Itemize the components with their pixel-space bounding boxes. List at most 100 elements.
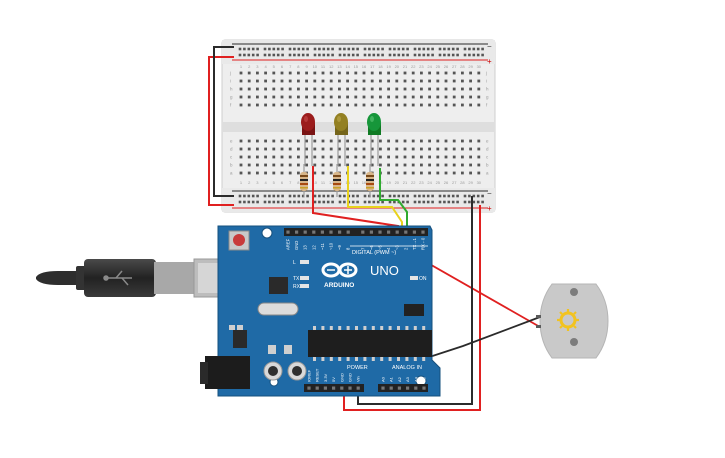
breadboard-hole[interactable] [362, 79, 366, 83]
rail-hole[interactable] [343, 200, 346, 204]
breadboard-hole[interactable] [469, 163, 472, 167]
breadboard-hole[interactable] [264, 95, 267, 99]
digital-pin[interactable] [395, 230, 399, 234]
breadboard-hole[interactable] [264, 79, 267, 83]
breadboard-hole[interactable] [387, 171, 390, 175]
rail-hole[interactable] [281, 53, 284, 57]
breadboard-hole[interactable] [264, 155, 267, 159]
breadboard-hole[interactable] [346, 95, 349, 99]
rail-hole[interactable] [388, 53, 392, 57]
rail-hole[interactable] [256, 47, 259, 51]
rail-hole[interactable] [451, 47, 455, 51]
rail-hole[interactable] [363, 47, 367, 51]
rail-hole[interactable] [422, 194, 426, 198]
breadboard-hole[interactable] [444, 103, 448, 107]
breadboard-hole[interactable] [362, 163, 366, 167]
rail-hole[interactable] [447, 47, 451, 51]
rail-hole[interactable] [318, 53, 321, 57]
rail-hole[interactable] [406, 200, 409, 204]
breadboard-hole[interactable] [305, 147, 308, 151]
motor-terminal[interactable] [536, 315, 541, 318]
rail-hole[interactable] [351, 200, 355, 204]
breadboard-hole[interactable] [370, 79, 374, 83]
breadboard-hole[interactable] [370, 87, 374, 91]
rail-hole[interactable] [413, 47, 417, 51]
breadboard-hole[interactable] [338, 155, 341, 159]
breadboard-hole[interactable] [477, 163, 481, 167]
rail-hole[interactable] [426, 200, 430, 204]
breadboard-hole[interactable] [247, 79, 251, 83]
breadboard-hole[interactable] [272, 103, 276, 107]
breadboard-hole[interactable] [452, 71, 456, 75]
breadboard-hole[interactable] [428, 147, 431, 151]
rail-hole[interactable] [401, 194, 405, 198]
breadboard-hole[interactable] [403, 171, 407, 175]
breadboard-hole[interactable] [387, 155, 390, 159]
resistor-1[interactable] [300, 164, 308, 197]
breadboard-hole[interactable] [354, 71, 358, 75]
analog-pin[interactable] [381, 386, 385, 390]
rail-hole[interactable] [456, 200, 459, 204]
breadboard-hole[interactable] [264, 71, 267, 75]
breadboard-hole[interactable] [256, 79, 259, 83]
breadboard-hole[interactable] [338, 103, 341, 107]
breadboard-hole[interactable] [469, 71, 472, 75]
breadboard-hole[interactable] [239, 95, 243, 99]
breadboard-hole[interactable] [428, 103, 431, 107]
breadboard-hole[interactable] [329, 95, 333, 99]
rail-hole[interactable] [338, 47, 342, 51]
breadboard-hole[interactable] [297, 95, 300, 99]
breadboard-hole[interactable] [305, 155, 308, 159]
breadboard-hole[interactable] [362, 171, 366, 175]
breadboard-hole[interactable] [403, 163, 407, 167]
rail-hole[interactable] [351, 194, 355, 198]
breadboard-hole[interactable] [354, 163, 358, 167]
breadboard-hole[interactable] [297, 155, 300, 159]
breadboard-hole[interactable] [379, 79, 382, 83]
breadboard-hole[interactable] [354, 139, 358, 143]
breadboard-hole[interactable] [411, 171, 415, 175]
wire-green-led[interactable] [379, 168, 408, 234]
rail-hole[interactable] [381, 47, 384, 51]
breadboard-hole[interactable] [256, 95, 259, 99]
rail-hole[interactable] [451, 53, 455, 57]
rail-hole[interactable] [281, 47, 284, 51]
breadboard-hole[interactable] [264, 171, 267, 175]
breadboard-hole[interactable] [387, 87, 390, 91]
breadboard-hole[interactable] [395, 79, 399, 83]
breadboard-hole[interactable] [379, 139, 382, 143]
power-pin[interactable] [323, 386, 327, 390]
rail-hole[interactable] [331, 53, 334, 57]
rail-hole[interactable] [272, 47, 276, 51]
breadboard-hole[interactable] [387, 103, 390, 107]
rail-hole[interactable] [256, 53, 259, 57]
breadboard-hole[interactable] [469, 139, 472, 143]
rail-hole[interactable] [422, 200, 426, 204]
rail-hole[interactable] [238, 200, 242, 204]
rail-hole[interactable] [468, 200, 471, 204]
breadboard-hole[interactable] [305, 139, 308, 143]
breadboard-hole[interactable] [411, 71, 415, 75]
rail-hole[interactable] [413, 194, 417, 198]
breadboard-hole[interactable] [329, 87, 333, 91]
rail-hole[interactable] [306, 200, 309, 204]
digital-pin[interactable] [378, 230, 382, 234]
rail-hole[interactable] [413, 53, 417, 57]
breadboard-hole[interactable] [370, 147, 374, 151]
rail-hole[interactable] [468, 53, 471, 57]
rail-hole[interactable] [476, 47, 480, 51]
rail-hole[interactable] [272, 200, 276, 204]
breadboard-hole[interactable] [280, 147, 284, 151]
rail-hole[interactable] [397, 47, 401, 51]
breadboard-hole[interactable] [477, 71, 481, 75]
breadboard-hole[interactable] [395, 139, 399, 143]
rail-hole[interactable] [247, 194, 251, 198]
rail-hole[interactable] [468, 194, 471, 198]
rail-hole[interactable] [322, 194, 326, 198]
rail-hole[interactable] [463, 194, 467, 198]
breadboard-hole[interactable] [469, 95, 472, 99]
breadboard-hole[interactable] [321, 171, 325, 175]
breadboard-hole[interactable] [321, 155, 325, 159]
led-green[interactable] [367, 113, 381, 166]
breadboard-hole[interactable] [338, 79, 341, 83]
